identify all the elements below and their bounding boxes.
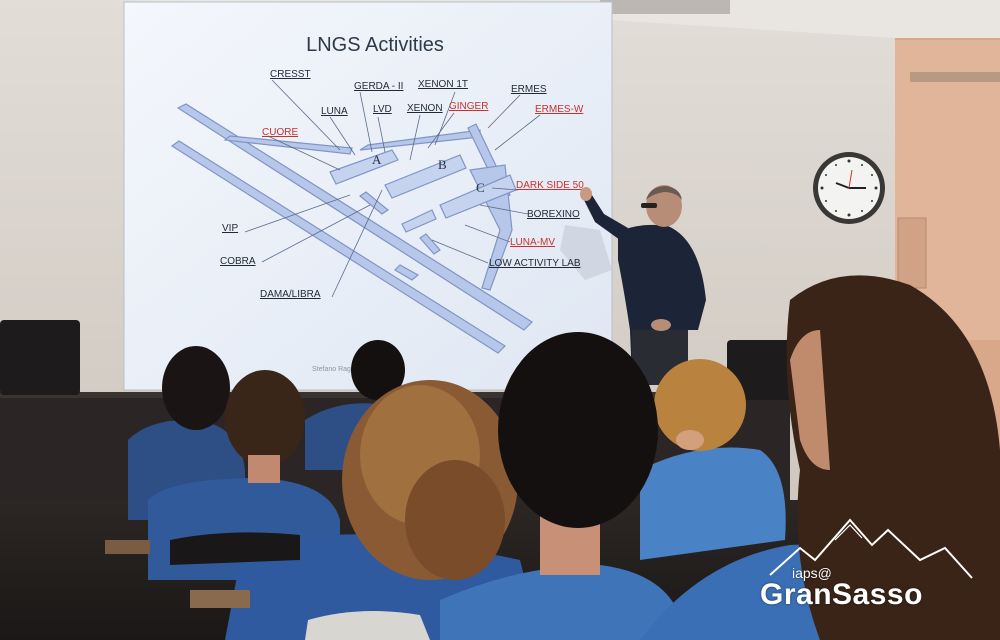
speaker-shadow bbox=[560, 225, 612, 280]
presenter bbox=[580, 185, 706, 385]
student-blond bbox=[640, 359, 786, 560]
ceiling-light bbox=[600, 0, 730, 14]
hall-b bbox=[384, 154, 467, 199]
logo-line1: iaps@ bbox=[792, 565, 832, 581]
desk-edge bbox=[190, 590, 250, 608]
label-luna-mv: LUNA-MV bbox=[510, 237, 556, 248]
student-curly-hair bbox=[225, 380, 540, 640]
chair-back bbox=[170, 532, 300, 565]
label-cobra: COBRA bbox=[220, 256, 256, 267]
label-ginger: GINGER bbox=[449, 101, 489, 112]
label-xenon: XENON bbox=[407, 103, 443, 114]
ceiling bbox=[120, 0, 1000, 38]
chair-back-light bbox=[305, 611, 430, 640]
hall-a bbox=[329, 149, 399, 185]
logo-line2: GranSasso bbox=[760, 578, 923, 611]
label-ermes: ERMES bbox=[511, 84, 547, 95]
vent-grille bbox=[910, 72, 1000, 82]
label-low-activity-lab: LOW ACTIVITY LAB bbox=[489, 258, 581, 269]
slide-footer: Stefano Rag... & LNGS bbox=[312, 366, 385, 373]
label-borexino: BOREXINO bbox=[527, 209, 580, 220]
label-gerda: GERDA - II bbox=[354, 81, 404, 92]
label-dama-libra: DAMA/LIBRA bbox=[260, 289, 321, 300]
hall-letter-a: A bbox=[372, 152, 382, 167]
hall-letter-c: C bbox=[476, 180, 485, 195]
hall-letter-b: B bbox=[438, 157, 447, 172]
label-darkside: DARK SIDE 50 bbox=[516, 180, 584, 191]
label-cuore: CUORE bbox=[262, 127, 299, 138]
chair-left bbox=[0, 320, 80, 395]
tunnel-main-lower bbox=[170, 140, 506, 354]
label-ermes-w: ERMES-W bbox=[535, 104, 584, 115]
label-cresst: CRESST bbox=[270, 69, 311, 80]
student-center-dark-hair bbox=[440, 332, 685, 640]
slide-title: LNGS Activities bbox=[306, 34, 444, 56]
label-xenon1t: XENON 1T bbox=[418, 79, 469, 90]
tunnel-main-upper bbox=[176, 103, 533, 331]
label-luna: LUNA bbox=[321, 106, 348, 117]
wall-clock-icon bbox=[813, 152, 885, 224]
label-vip: VIP bbox=[222, 223, 239, 234]
chair-right bbox=[727, 340, 793, 400]
label-lvd: LVD bbox=[373, 104, 392, 115]
